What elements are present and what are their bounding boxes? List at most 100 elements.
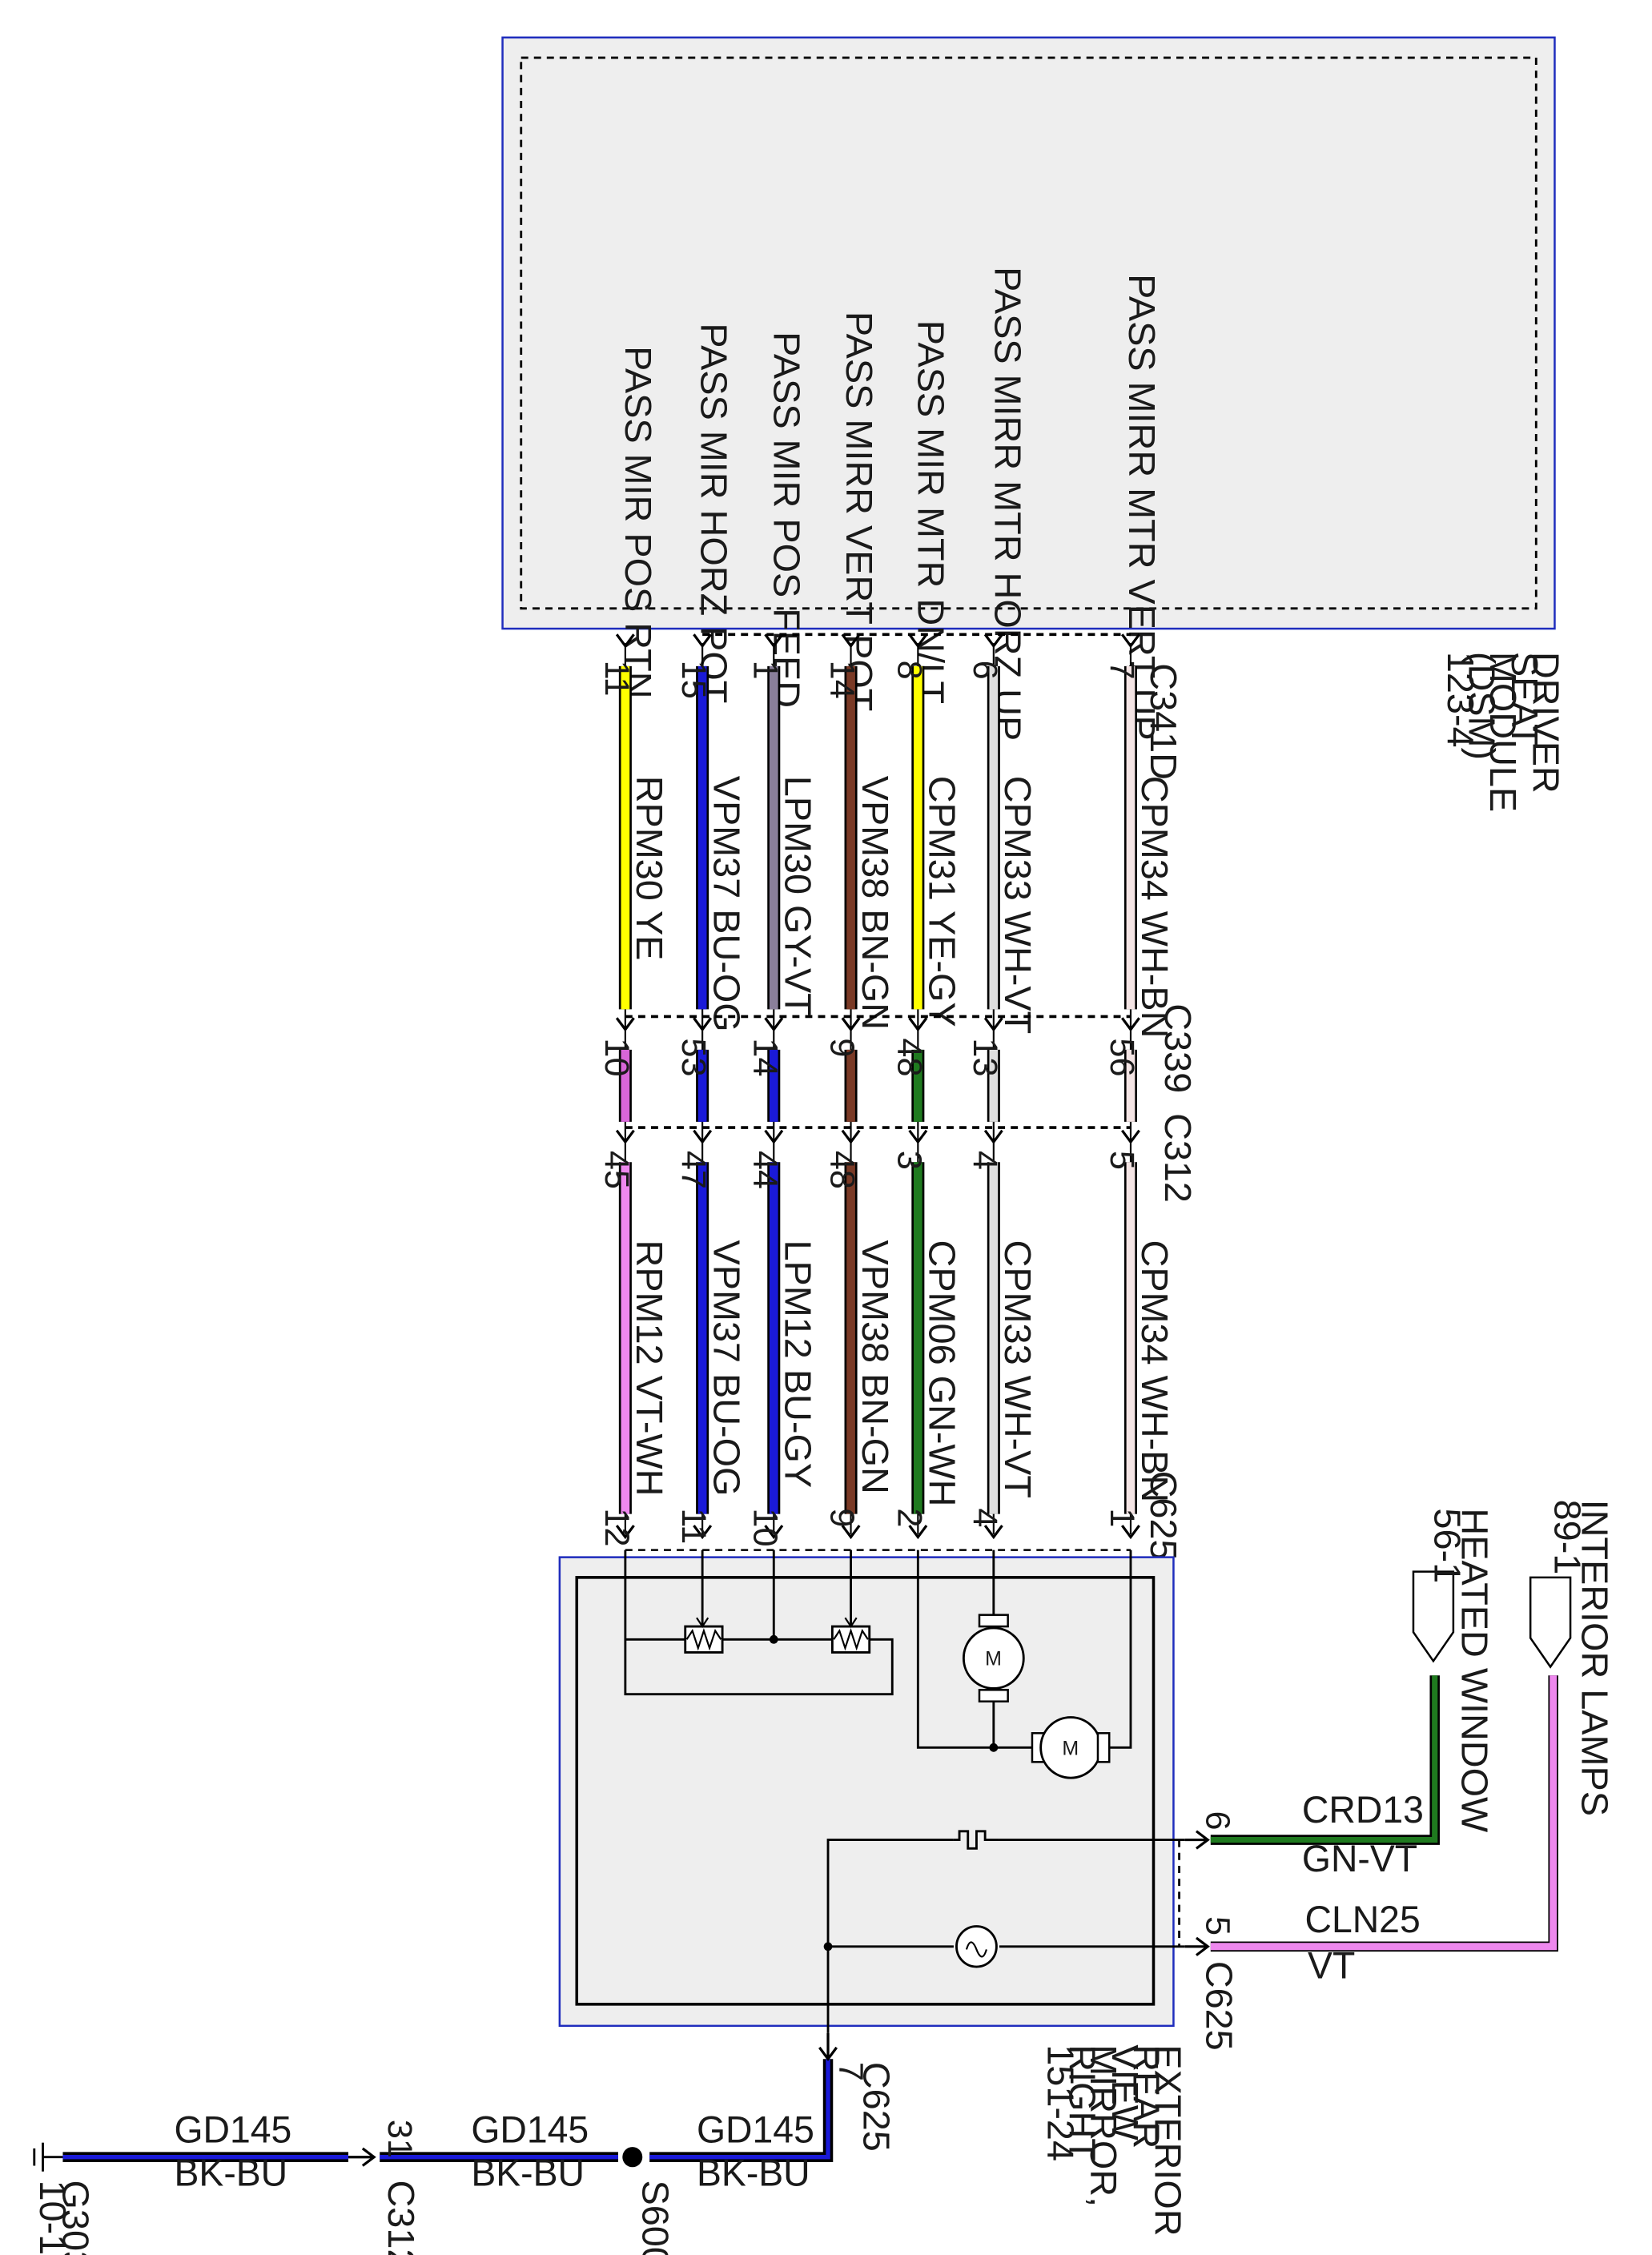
- lamps-circuit: CLN25: [1304, 1899, 1420, 1940]
- pin-number: 12: [597, 1508, 636, 1546]
- pin-number: 14: [746, 1038, 784, 1076]
- mirror-title-line-2: VIEW: [1104, 2044, 1146, 2140]
- lamp-icon: [955, 1925, 998, 1968]
- mirror-title-line-1: REAR: [1126, 2044, 1168, 2148]
- mirror-title-line-4: RIGHT: [1061, 2044, 1103, 2161]
- c625-right-label: C625: [1199, 1961, 1240, 2051]
- pin-number: 1: [1103, 1508, 1141, 1527]
- junction-dot: [823, 1942, 833, 1952]
- pin-number: 9: [823, 1038, 862, 1057]
- ground-seg-c-circuit: GD145: [175, 2108, 292, 2150]
- down-arrow-icon: [841, 633, 861, 649]
- ground-seg-b-color: BK-BU: [471, 2152, 585, 2194]
- pin-number: 53: [674, 1038, 713, 1076]
- down-arrow-icon: [1120, 1129, 1140, 1144]
- pin-number: 2: [890, 1508, 928, 1527]
- s600-label: S600: [634, 2181, 676, 2255]
- pin-number: 8: [890, 661, 928, 680]
- motor-icon: M: [962, 1614, 1025, 1702]
- heated-circuit: CRD13: [1302, 1789, 1424, 1831]
- lamps-ref: 89-1: [1547, 1500, 1589, 1575]
- down-arrow-icon: [983, 1017, 1003, 1032]
- pin-number: 3: [890, 1151, 928, 1170]
- pin-number: 9: [823, 1508, 862, 1527]
- wire-circuit-label: VPM37 BU-OG: [705, 776, 747, 1032]
- pin-number: 15: [674, 661, 713, 699]
- fn-label-3: PASS MIRR VERT POT: [838, 312, 880, 711]
- mirror-title-line-0: EXTERIOR: [1147, 2044, 1188, 2236]
- motor-icon: M: [1031, 1716, 1111, 1779]
- wire-circuit-label: VPM38 BN-GN: [854, 1240, 896, 1494]
- down-arrow-icon: [841, 1525, 861, 1540]
- wire-circuit-label: CPM31 YE-GY: [922, 776, 963, 1027]
- mirror-title: EXTERIOR REAR VIEW MIRROR, RIGHT 151-24: [1040, 2044, 1188, 2236]
- down-arrow-icon: [1120, 1017, 1140, 1032]
- fn-label-0: PASS MIR POS RTN: [617, 346, 659, 698]
- down-arrow-icon: [764, 1525, 784, 1540]
- pin-number: 4: [966, 1151, 1004, 1170]
- down-arrow-icon: [615, 1017, 635, 1032]
- motor-label: M: [985, 1648, 1002, 1670]
- dsm-module-box: [501, 36, 1556, 630]
- motor-label: M: [1062, 1737, 1079, 1759]
- pin-number: 11: [674, 1508, 713, 1544]
- c625-top-label: C625: [1143, 1471, 1184, 1561]
- mirror-title-line-5: 151-24: [1040, 2044, 1082, 2161]
- dsm-title-line-1: SEAT: [1504, 652, 1545, 747]
- wire-circuit-label: CPM34 WH-BN: [1134, 1240, 1176, 1503]
- dsm-inner-dashed: [520, 56, 1537, 610]
- pin-number: 7: [1103, 661, 1141, 680]
- dsm-title: DRIVER SEAT MODULE (DSM) 123-4: [1440, 652, 1567, 812]
- dsm-title-line-0: DRIVER: [1525, 652, 1567, 794]
- down-arrow-icon: [615, 1525, 635, 1540]
- splice-dot: [622, 2147, 643, 2168]
- pin-number: 10: [746, 1508, 784, 1546]
- c312-ground-pin: 31: [380, 2120, 419, 2158]
- down-arrow-icon: [764, 633, 784, 649]
- ground-seg-b-circuit: GD145: [471, 2108, 589, 2150]
- dsm-title-line-4: 123-4: [1440, 652, 1481, 748]
- destination-arrow-icon: [1412, 1570, 1572, 1669]
- down-arrow-icon: [908, 1525, 928, 1540]
- ground-wire: [62, 2059, 834, 2162]
- heater-element-icon: [953, 1830, 999, 1850]
- fn-label-6: PASS MIRR MTR VERT UP: [1121, 274, 1163, 741]
- c341d-label: C341D: [1143, 663, 1184, 780]
- pin-number: 45: [597, 1151, 636, 1189]
- wire-circuit-label: VPM37 BU-OG: [705, 1240, 747, 1497]
- dsm-title-line-2: MODULE: [1482, 652, 1524, 812]
- pin-number: 56: [1103, 1038, 1141, 1076]
- lamps-color: VT: [1308, 1944, 1355, 1986]
- wire-circuit-label: LPM30 GY-VT: [778, 776, 819, 1016]
- interior-lamps-wire: [1210, 1675, 1558, 1952]
- pin-number: 13: [966, 1038, 1004, 1076]
- down-arrow-icon: [693, 1525, 713, 1540]
- fn-label-4: PASS MIR MTR DN/LT: [910, 320, 951, 704]
- ground-c625-label: C625: [856, 2062, 898, 2152]
- down-arrow-icon: [764, 1129, 784, 1144]
- heated-dest: HEATED WINDOW: [1454, 1508, 1496, 1832]
- down-arrow-icon: [983, 633, 1003, 649]
- fn-label-2: PASS MIR POS FEED: [766, 332, 807, 708]
- down-arrow-icon: [1120, 633, 1140, 649]
- wire-circuit-label: VPM38 BN-GN: [854, 776, 896, 1030]
- pin-number: 11: [597, 661, 636, 697]
- heated-color: GN-VT: [1302, 1838, 1417, 1879]
- down-arrow-icon: [693, 633, 713, 649]
- wire-circuit-label: CPM06 GN-WH: [922, 1240, 963, 1507]
- down-arrow-icon: [615, 633, 635, 649]
- right-arrow-icon: [1184, 1830, 1210, 1956]
- down-arrow-icon: [983, 1525, 1003, 1540]
- down-arrow-icon: [908, 1017, 928, 1032]
- down-arrow-icon: [908, 1129, 928, 1144]
- wire-circuit-label: RPM30 YE: [629, 776, 670, 961]
- down-arrow-icon: [841, 1017, 861, 1032]
- pin-number: 4: [966, 1508, 1004, 1527]
- pin-number: 10: [597, 1038, 636, 1076]
- heated-pin: 6: [1199, 1811, 1237, 1831]
- down-arrow-icon: [764, 1017, 784, 1032]
- ground-seg-a-circuit: GD145: [697, 2108, 814, 2150]
- c339-label: C339: [1157, 1003, 1199, 1093]
- down-arrow-icon: [1120, 1525, 1140, 1540]
